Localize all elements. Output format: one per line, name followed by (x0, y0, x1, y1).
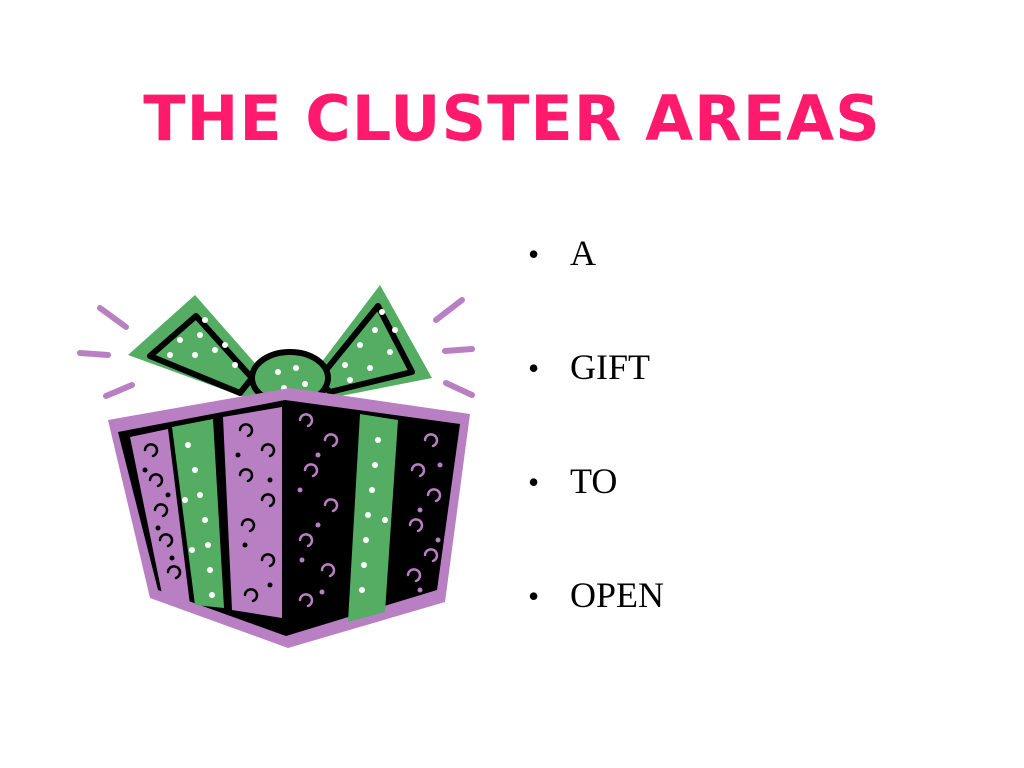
bullet-point: • (528, 236, 540, 272)
list-item: • A (528, 232, 664, 346)
bullet-point: • (528, 464, 540, 500)
list-item: • OPEN (528, 574, 664, 688)
bullet-point: • (528, 350, 540, 386)
slide-title: THE CLUSTER AREAS (143, 82, 881, 155)
bullet-label: A (570, 233, 596, 273)
bullet-point: • (528, 578, 540, 614)
bullet-label: OPEN (570, 575, 665, 615)
bullet-list: • A • GIFT • TO • OPEN (528, 232, 664, 688)
bullet-label: GIFT (570, 347, 650, 387)
bullet-label: TO (570, 461, 618, 501)
sparkle-rays (77, 297, 475, 399)
list-item: • GIFT (528, 346, 664, 460)
list-item: • TO (528, 460, 664, 574)
gift-box-icon (77, 285, 475, 648)
